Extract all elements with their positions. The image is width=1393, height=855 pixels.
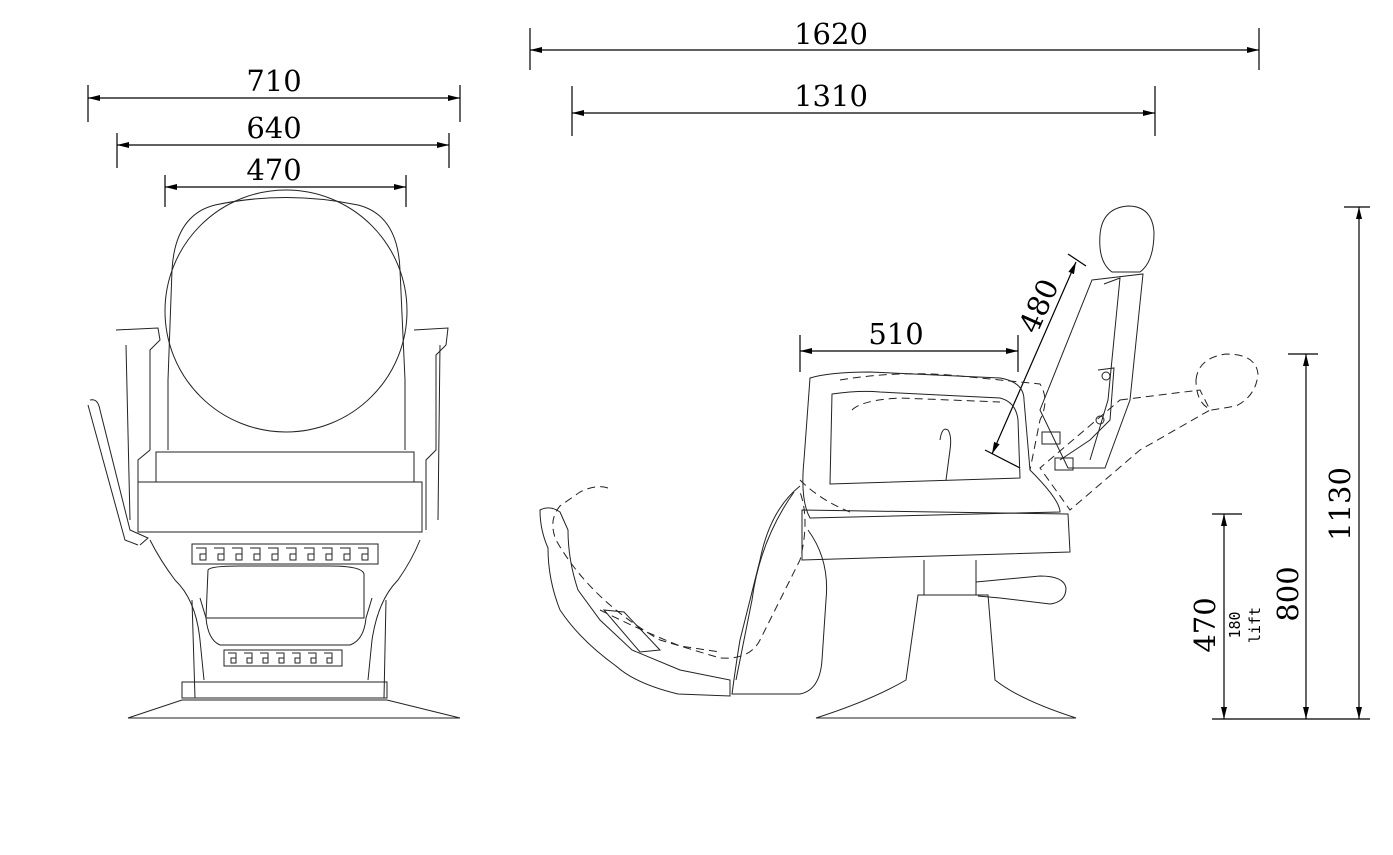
dimension-label: 640 bbox=[246, 111, 301, 145]
dimension-label: 1310 bbox=[794, 79, 868, 113]
dimension-total-height: 1130 bbox=[1323, 206, 1370, 719]
dimension-side-upright-length: 1310 bbox=[571, 79, 1156, 136]
dimension-label: 510 bbox=[868, 317, 923, 351]
dimension-label: 480 bbox=[1012, 274, 1066, 338]
dimension-label: 710 bbox=[246, 64, 301, 98]
dimension-front-armrest-width: 640 bbox=[116, 111, 450, 168]
chair-side-upright-outline bbox=[539, 205, 1155, 719]
side-view: 1620 1310 510 480 bbox=[529, 17, 1260, 719]
dimension-arm-height: 800 bbox=[1271, 353, 1318, 719]
dimension-label: 470 bbox=[1188, 597, 1222, 652]
chair-side-reclined-outline bbox=[552, 353, 1259, 659]
front-view: 710 640 470 bbox=[87, 64, 461, 719]
height-dimensions: 470 180 lift 800 1130 bbox=[1188, 206, 1370, 720]
dimension-backrest-height: 480 bbox=[984, 253, 1087, 469]
chair-front-outline bbox=[87, 189, 461, 719]
dimension-seat-height: 470 180 lift bbox=[1188, 513, 1264, 719]
dimension-label: 1130 bbox=[1323, 467, 1357, 541]
dimension-seat-depth: 510 bbox=[799, 317, 1019, 372]
lift-note-value: 180 bbox=[1226, 611, 1244, 638]
dimension-label: 1620 bbox=[794, 17, 868, 51]
lift-note-word: lift bbox=[1246, 607, 1264, 643]
dimension-front-back-width: 470 bbox=[164, 153, 407, 207]
dimension-label: 800 bbox=[1271, 566, 1305, 621]
dimension-label: 470 bbox=[246, 153, 301, 187]
dimension-front-overall-width: 710 bbox=[87, 64, 461, 122]
dimension-side-reclined-length: 1620 bbox=[529, 17, 1260, 70]
